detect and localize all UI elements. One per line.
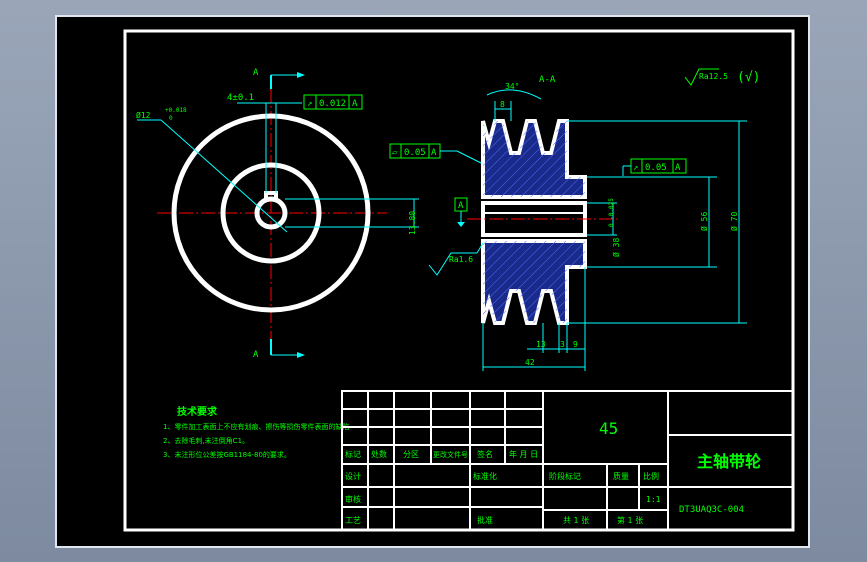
drawing-number: DT3UAQ3C-004 (679, 505, 744, 515)
bore-tol-upper: +0.018 (165, 107, 187, 114)
section-arrowhead-top (297, 72, 305, 78)
bore-diameter-label: Ø12 (136, 110, 151, 120)
flat-datum: A (431, 148, 437, 158)
part-name: 主轴带轮 (697, 452, 761, 471)
keyway (264, 191, 278, 201)
drawing-frame: A A 4±0.1 ↗ 0.012 A Ø12 +0.018 0 13.80 (55, 15, 810, 548)
section-label-bottom: A (253, 350, 259, 360)
cad-drawing: A A 4±0.1 ↗ 0.012 A Ø12 +0.018 0 13.80 (123, 29, 795, 532)
pulley-upper-hatch (483, 121, 585, 197)
label-sheet: 第 1 张 (617, 515, 643, 525)
label-stage-mark: 阶段标记 (549, 471, 581, 481)
label-mark: 标记 (345, 449, 361, 459)
bore-dim-label: Ø 38 (611, 238, 621, 257)
label-review: 审核 (345, 494, 361, 504)
roughness-symbol (428, 252, 477, 276)
label-signature: 签名 (477, 449, 493, 459)
runout-datum: A (352, 99, 358, 109)
tech-notes-heading: 技术要求 (177, 405, 218, 418)
dim9-label: 9 (573, 340, 578, 349)
outer-rim-circle (171, 113, 371, 313)
label-date: 年 月 日 (509, 449, 538, 459)
dia70-label: Ø 70 (729, 212, 739, 231)
label-standardize: 标准化 (473, 471, 497, 481)
runout-symbol-section: ↗ (633, 163, 638, 173)
dim42-label: 42 (525, 358, 535, 367)
material-value: 45 (599, 419, 618, 438)
groove-width-dim: 8 (500, 100, 505, 109)
runout-value: 0.012 (319, 99, 346, 109)
dim13-label: 13 (536, 340, 546, 349)
tech-notes: 技术要求 1、零件加工表面上不应有划痕、擦伤等损伤零件表面的缺陷 2、去除毛刺,… (163, 405, 349, 459)
label-designer: 设计 (345, 471, 361, 481)
flat-value: 0.05 (404, 148, 426, 158)
flat-tolerance-frame: ▱ 0.05 A (389, 143, 441, 159)
roughness-leader (476, 242, 484, 254)
label-scale: 比例 (643, 471, 659, 481)
keyway-depth-dim: 13.80 (408, 211, 417, 235)
section-arrowhead-bottom (297, 352, 305, 358)
keyway-width-dim: 4±0.1 (227, 93, 254, 103)
tech-note-2: 2、去除毛刺,未注倒角C1。 (163, 436, 249, 445)
general-roughness-note: (√) (737, 70, 760, 85)
datum-triangle (457, 222, 465, 227)
groove-angle-dim: 34° (505, 82, 519, 91)
general-roughness-symbol (684, 68, 719, 86)
bore-tol-lower: 0 (169, 115, 173, 122)
section-view: A-A 34° 8 ▱ 0.05 A (389, 68, 760, 371)
runout-tolerance-frame-front: ↗ 0.012 A (303, 94, 363, 110)
title-block (341, 390, 794, 531)
label-change-doc: 更改文件号 (433, 450, 468, 459)
label-weight: 质量 (613, 471, 629, 481)
flat-symbol: ▱ (392, 148, 398, 158)
runout-symbol: ↗ (307, 99, 312, 109)
runout-datum-section: A (675, 163, 681, 173)
bore-dim-tol: 0 -0.025 (608, 198, 615, 227)
label-count: 处数 (371, 449, 387, 459)
title-block-text: 45 主轴带轮 DT3UAQ3C-004 标记 处数 分区 更改文件号 签名 年… (345, 419, 761, 525)
label-process: 工艺 (345, 516, 361, 525)
scale-value: 1:1 (646, 495, 661, 504)
pulley-lower-hatch (483, 241, 585, 323)
tech-note-3: 3、未注形位公差按GB1184-80的要求。 (163, 450, 291, 459)
runout-value-section: 0.05 (645, 163, 667, 173)
roughness-label: Ra1.6 (449, 255, 473, 264)
hub-circle (220, 162, 322, 264)
label-sheets: 共 1 张 (563, 516, 589, 525)
runout-tolerance-frame-section: ↗ 0.05 A (630, 158, 687, 174)
front-view: A A 4±0.1 ↗ 0.012 A Ø12 +0.018 0 13.80 (136, 68, 419, 360)
label-zone: 分区 (403, 450, 419, 459)
tech-note-1: 1、零件加工表面上不应有划痕、擦伤等损伤零件表面的缺陷 (163, 422, 349, 431)
bore-leader (160, 119, 288, 233)
bore-circle (254, 196, 288, 230)
datum-letter: A (458, 201, 464, 211)
dim3-label: 3 (560, 340, 565, 349)
section-title: A-A (539, 75, 556, 85)
general-roughness-label: Ra12.5 (699, 72, 728, 81)
flat-leader-b (456, 150, 482, 164)
dia56-label: Ø 56 (699, 212, 709, 231)
angle-arc (486, 89, 542, 100)
section-label-top: A (253, 68, 259, 78)
label-approve: 批准 (477, 515, 493, 525)
